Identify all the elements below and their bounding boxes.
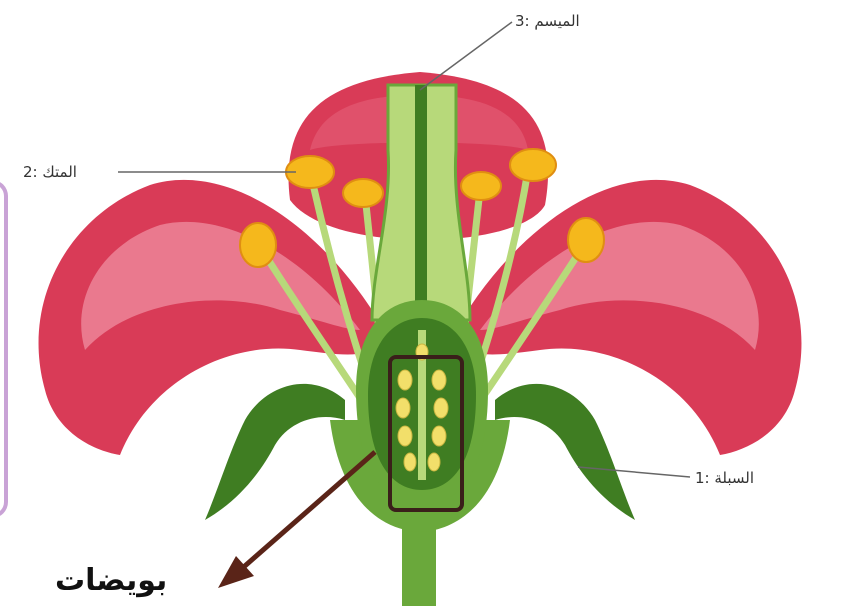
sepal-right bbox=[495, 384, 635, 520]
label-anther: 2: المتك bbox=[23, 163, 77, 181]
label-ovules: بويضات bbox=[55, 563, 167, 598]
label-style: 3: الميسم bbox=[515, 12, 580, 30]
label-sepal: 1: السبلة bbox=[695, 469, 754, 487]
style-canal bbox=[415, 85, 427, 325]
